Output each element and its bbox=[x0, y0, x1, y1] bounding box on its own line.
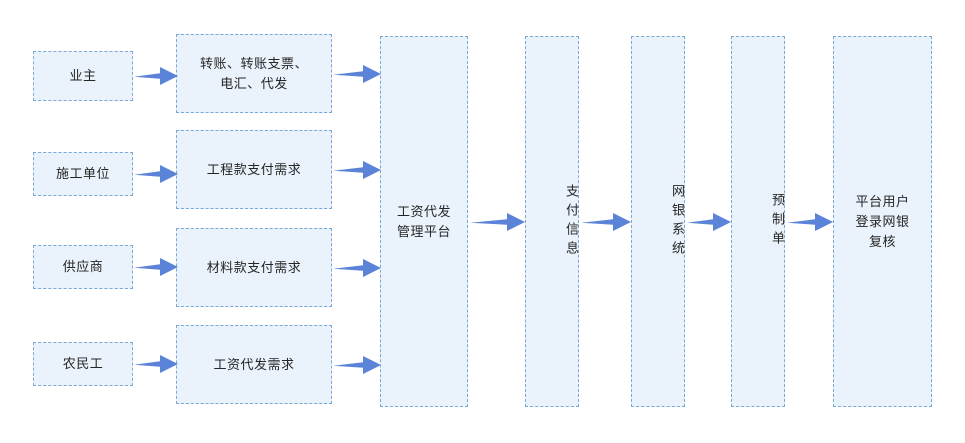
arrow-payment-info-to-online-bank-system bbox=[581, 210, 631, 234]
node-demand-transfer[interactable]: 转账、转账支票、 电汇、代发 bbox=[176, 34, 332, 113]
node-payment-info[interactable]: 支付信息 bbox=[525, 36, 579, 407]
arrow-migrant-worker-to-salary-agency bbox=[134, 352, 178, 376]
arrow-construction-unit-to-project-payment bbox=[134, 162, 178, 186]
node-label: 工资代发需求 bbox=[213, 356, 295, 372]
arrow-owner-to-transfer bbox=[134, 64, 178, 88]
node-label: 网银系统 bbox=[670, 183, 685, 260]
node-label: 施工单位 bbox=[55, 166, 110, 181]
node-prefabricated-order[interactable]: 预制单 bbox=[731, 36, 785, 407]
node-label: 工程款支付需求 bbox=[206, 161, 302, 177]
arrow-transfer-to-platform bbox=[333, 62, 381, 86]
node-label: 供应商 bbox=[62, 259, 104, 274]
node-demand-salary-agency[interactable]: 工资代发需求 bbox=[176, 325, 332, 404]
node-label: 农民工 bbox=[62, 356, 104, 371]
node-actor-migrant-worker[interactable]: 农民工 bbox=[33, 342, 133, 386]
node-label: 转账、转账支票、 电汇、代发 bbox=[199, 55, 308, 91]
node-label: 预制单 bbox=[770, 193, 785, 250]
node-actor-construction-unit[interactable]: 施工单位 bbox=[33, 152, 133, 196]
arrow-supplier-to-material-payment bbox=[134, 255, 178, 279]
arrow-material-payment-to-platform bbox=[333, 256, 381, 280]
arrow-prefabricated-order-to-platform-user-review bbox=[787, 210, 833, 234]
node-label: 平台用户 登录网银 复核 bbox=[855, 193, 910, 249]
node-label: 业主 bbox=[69, 68, 97, 83]
node-label: 材料款支付需求 bbox=[206, 259, 302, 275]
node-platform[interactable]: 工资代发 管理平台 bbox=[380, 36, 468, 407]
node-label: 支付信息 bbox=[564, 183, 579, 260]
arrow-project-payment-to-platform bbox=[333, 158, 381, 182]
arrow-salary-agency-to-platform bbox=[333, 353, 381, 377]
node-actor-supplier[interactable]: 供应商 bbox=[33, 245, 133, 289]
node-platform-user-review[interactable]: 平台用户 登录网银 复核 bbox=[833, 36, 932, 407]
arrow-platform-to-payment-info bbox=[470, 210, 525, 234]
node-online-bank-system[interactable]: 网银系统 bbox=[631, 36, 685, 407]
node-demand-project-payment[interactable]: 工程款支付需求 bbox=[176, 130, 332, 209]
arrow-online-bank-system-to-prefabricated-order bbox=[687, 210, 731, 234]
node-actor-owner[interactable]: 业主 bbox=[33, 51, 133, 101]
node-label: 工资代发 管理平台 bbox=[396, 203, 451, 239]
node-demand-material-payment[interactable]: 材料款支付需求 bbox=[176, 228, 332, 307]
